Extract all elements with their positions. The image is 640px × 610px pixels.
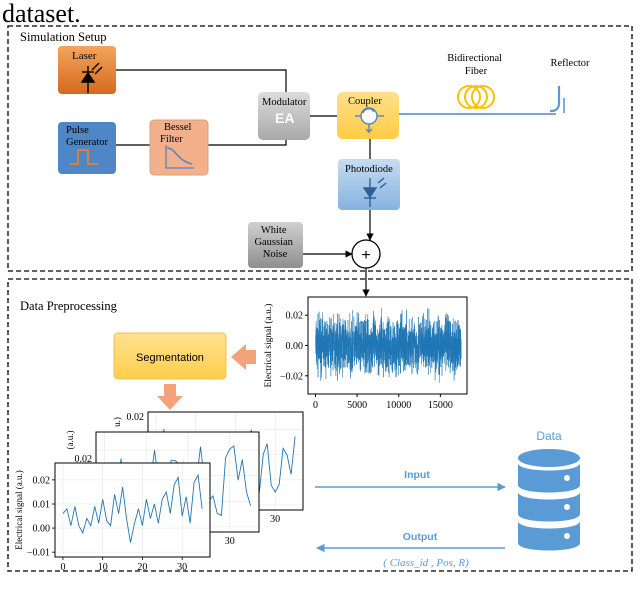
- segment-border: [54, 462, 211, 558]
- laser-label: Laser: [72, 50, 97, 62]
- front-x-tick-label-0: 0: [60, 562, 65, 573]
- noise-block: White Gaussian Noise: [248, 222, 303, 268]
- square-pulse-icon: [70, 149, 98, 165]
- pulse-generator-label-1: Pulse: [66, 125, 89, 136]
- database-icon: [518, 449, 580, 551]
- middle-x-tick-label: 30: [225, 536, 235, 547]
- segmentation-to-segments-arrow: [157, 384, 183, 410]
- svg-text:Pulse Generator: Pulse Generator: [66, 125, 108, 148]
- adder-symbol: +: [361, 247, 370, 264]
- data-label: Data: [536, 429, 562, 443]
- photodiode-label: Photodiode: [345, 164, 393, 175]
- fiber-coil-icon: [457, 85, 495, 109]
- modulator-block: Modulator EA: [258, 92, 310, 140]
- fiber-label-2: Fiber: [465, 66, 488, 77]
- front-y-tick-label-0: 0.02: [33, 475, 51, 486]
- back-y-tick-label: 0.02: [127, 412, 145, 423]
- back-x-tick-label: 30: [270, 514, 280, 525]
- bessel-filter-label-2: Filter: [160, 134, 183, 145]
- x-tick-label-3: 15000: [428, 400, 453, 411]
- x-tick-label-1: 5000: [347, 400, 367, 411]
- photodiode-icon: [362, 177, 387, 207]
- reflector-block: Reflector: [550, 58, 590, 113]
- input-label: Input: [404, 469, 430, 481]
- modulator-badge: EA: [275, 110, 294, 126]
- front-y-tick-label-3: −0.01: [27, 548, 50, 559]
- back-y-axis-label: u.): [112, 417, 122, 427]
- front-y-tick-label-1: 0.01: [33, 499, 51, 510]
- laser-to-modulator-line: [116, 69, 287, 93]
- caption-fragment: dataset.: [2, 0, 81, 28]
- simulation-panel: [7, 25, 633, 272]
- laser-diode-icon: [80, 62, 103, 93]
- photodiode-block: Photodiode: [338, 159, 400, 210]
- output-label: Output: [403, 531, 438, 543]
- pulse-generator-block: Pulse Generator: [58, 122, 116, 174]
- simulation-title: Simulation Setup: [20, 30, 106, 44]
- filter-response-icon: [166, 147, 193, 165]
- y-tick-label-0: 0.02: [286, 311, 304, 322]
- noise-label-1: White: [261, 225, 287, 236]
- svg-text:White Gaussian Noi: White Gaussian Noise: [254, 225, 295, 260]
- reflector-icon: [550, 86, 561, 113]
- front-y-axis-label: Electrical signal (a.u.): [14, 470, 24, 549]
- modulator-label: Modulator: [262, 97, 307, 108]
- circulator-icon: [355, 107, 384, 134]
- laser-block: Laser: [58, 46, 116, 94]
- front-x-tick-label-2: 20: [137, 562, 147, 573]
- reflector-label: Reflector: [550, 58, 590, 69]
- coupler-label: Coupler: [348, 96, 382, 107]
- noise-label-3: Noise: [263, 249, 288, 260]
- front-x-tick-label-1: 10: [98, 562, 108, 573]
- svg-text:Bidirectional Fiber: Bidirectional Fiber: [447, 53, 504, 77]
- segmentation-block: Segmentation: [113, 332, 227, 380]
- pulse-generator-label-2: Generator: [66, 137, 108, 148]
- fiber-block: Bidirectional Fiber: [447, 53, 504, 109]
- x-tick-label-0: 0: [313, 400, 318, 411]
- bessel-filter-block: Bessel Filter: [149, 119, 209, 176]
- filter-axes-icon: [165, 145, 194, 169]
- adder-node: +: [351, 239, 381, 269]
- filter-to-modulator-line: [208, 139, 287, 146]
- svg-text:Bessel Filter: Bessel Filter: [160, 122, 194, 145]
- fiber-label-1: Bidirectional: [447, 53, 502, 64]
- full-signal-chart: 0 5000 10000 15000 0.02 0.00 −0.02 Electrical s…: [263, 296, 468, 411]
- middle-y-axis-label: (a.u.): [65, 431, 75, 450]
- middle-y-tick-label: 0.02: [75, 454, 93, 465]
- output-tuple: ( Class_id , Pos, R): [383, 557, 469, 569]
- front-x-tick-label-3: 30: [177, 562, 187, 573]
- y-tick-label-2: −0.02: [280, 371, 303, 382]
- y-tick-label-1: 0.00: [286, 341, 304, 352]
- bessel-filter-label-1: Bessel: [164, 122, 191, 133]
- preprocessing-panel: [7, 278, 633, 572]
- coupler-block: Coupler: [337, 92, 399, 139]
- y-axis-label: Electrical signal (a.u.): [263, 304, 274, 388]
- x-tick-label-2: 10000: [386, 400, 411, 411]
- segment-frame: [54, 462, 211, 558]
- segmentation-label: Segmentation: [136, 352, 204, 364]
- signal-series-line: [315, 308, 462, 384]
- preprocessing-title: Data Preprocessing: [20, 299, 118, 313]
- plot-to-segmentation-arrow: [231, 344, 256, 370]
- noise-label-2: Gaussian: [254, 237, 293, 248]
- segment-series-line: [62, 473, 203, 543]
- front-y-tick-label-2: 0.00: [33, 524, 51, 535]
